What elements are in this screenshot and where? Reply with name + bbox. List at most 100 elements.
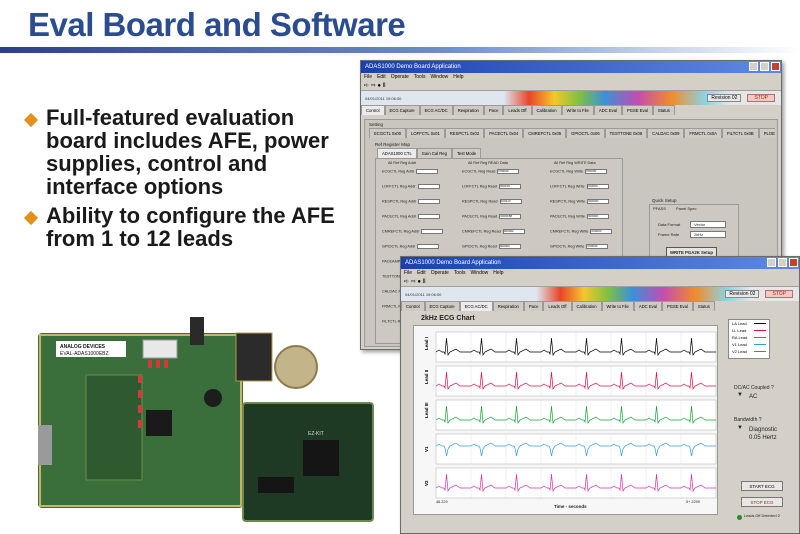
tab-7[interactable]: Write to File [601, 301, 634, 311]
menu-file[interactable]: File [364, 74, 373, 80]
tab-8[interactable]: ADC Eval [593, 105, 622, 115]
tab-4[interactable]: Pace [523, 301, 544, 311]
register-addr-row: LOFFCTL Reg Addr [382, 184, 440, 189]
lead-axis-label: V2 [424, 480, 429, 486]
tab-5[interactable]: Leads Off [543, 301, 572, 311]
register-subtab-5[interactable]: GPIOCTL 0x06 [566, 128, 605, 138]
menu-help[interactable]: Help [493, 270, 504, 276]
inner-tab-1[interactable]: Gain Cal Reg [416, 148, 452, 158]
register-subtab-8[interactable]: FRMCTL 0x0A [684, 128, 722, 138]
register-subtab-6[interactable]: TESTTONE 0x08 [604, 128, 648, 138]
start-ecg-button[interactable]: START ECG [741, 481, 783, 491]
register-name: PACECTL [382, 214, 400, 219]
tab-0[interactable]: Control [361, 105, 385, 115]
board-edge [39, 334, 242, 507]
tab-8[interactable]: ADC Eval [633, 301, 662, 311]
register-subtab-4[interactable]: CMREFCTL 0x05 [523, 128, 567, 138]
register-subtab-0[interactable]: ECGCTL 0x00 [369, 128, 407, 138]
tab-9[interactable]: PGSE Eval [621, 105, 653, 115]
run-arrow-icon[interactable]: ➪ [404, 279, 410, 285]
register-write-field[interactable]: 000000 [587, 199, 610, 204]
pause-icon[interactable]: Ⅱ [422, 279, 426, 285]
close-button[interactable] [789, 258, 798, 267]
run-continuous-icon[interactable]: ⇨ [370, 83, 376, 89]
tab-2[interactable]: ECG AC/DC [419, 105, 453, 115]
minimize-button[interactable] [767, 258, 776, 267]
minimize-button[interactable] [749, 62, 758, 71]
register-name: GPIOCTL [462, 244, 479, 249]
menu-window[interactable]: Window [470, 270, 489, 276]
register-write-field[interactable]: 000000 [586, 244, 609, 249]
abort-icon[interactable]: ● [417, 279, 422, 285]
tab-10[interactable]: Status [692, 301, 715, 311]
inner-tab-0[interactable]: ADAS1000 CTL [377, 148, 417, 158]
tab-1[interactable]: ECG Capture [384, 105, 420, 115]
register-write-field[interactable]: 000000 [585, 169, 608, 174]
menu-window[interactable]: Window [430, 74, 449, 80]
tab-7[interactable]: Write to File [561, 105, 594, 115]
register-write-field[interactable]: 000000 [586, 184, 609, 189]
register-suffix: Reg Write [566, 244, 585, 249]
menu-help[interactable]: Help [453, 74, 464, 80]
pause-icon[interactable]: Ⅱ [382, 83, 386, 89]
stop-ecg-button[interactable]: STOP ECG [741, 497, 783, 507]
reset-button [204, 389, 222, 407]
inner-tab-2[interactable]: Test Mode [451, 148, 482, 158]
menu-file[interactable]: File [404, 270, 413, 276]
menu-tools[interactable]: Tools [453, 270, 466, 276]
abort-icon[interactable]: ● [377, 83, 382, 89]
ecg-trace-4 [435, 442, 716, 457]
tab-9[interactable]: PGSE Eval [661, 301, 693, 311]
slide-title: Eval Board and Software [28, 6, 406, 43]
register-subtab-2[interactable]: RESPCTL 0x02 [444, 128, 485, 138]
data-format-value[interactable]: Vector [690, 221, 726, 228]
tab-4[interactable]: Pace [483, 105, 504, 115]
register-suffix: Reg Read [477, 169, 496, 174]
coupling-value[interactable]: AC [749, 394, 758, 400]
menu-edit[interactable]: Edit [377, 74, 386, 80]
register-subtab-7[interactable]: CALDAC 0x09 [647, 128, 685, 138]
frame-rate-value[interactable]: 2kHz [690, 231, 726, 238]
tab-10[interactable]: Status [652, 105, 675, 115]
tab-5[interactable]: Leads Off [503, 105, 532, 115]
stop-button[interactable]: STOP [747, 94, 775, 102]
run-continuous-icon[interactable]: ⇨ [410, 279, 416, 285]
d-sub-connector [38, 425, 52, 465]
bandwidth-dropdown-icon[interactable]: ▼ [737, 425, 743, 431]
coupling-dropdown-icon[interactable]: ▼ [737, 392, 743, 398]
legend-swatch [754, 343, 766, 346]
quick-setup-tab-panel[interactable]: Panel Spec [676, 206, 697, 211]
register-addr-field [416, 169, 439, 174]
menu-edit[interactable]: Edit [417, 270, 426, 276]
app-banner: 04/01/2011 19:06:00 Revision 02 STOP [401, 287, 799, 301]
menu-operate[interactable]: Operate [390, 74, 409, 80]
menu-tools[interactable]: Tools [413, 74, 426, 80]
register-subtab-9[interactable]: FILTCTL 0x0B [721, 128, 759, 138]
tab-2[interactable]: ECG AC/DC [459, 301, 493, 311]
register-write-field[interactable]: 000000 [590, 229, 613, 234]
tab-3[interactable]: Respiration [492, 301, 524, 311]
quick-setup-tab-pfass[interactable]: PFASS [653, 206, 666, 211]
register-read-field: 0000F88 [499, 214, 522, 219]
register-subtab-3[interactable]: PACECTL 0x04 [484, 128, 524, 138]
x-axis-label: Time - seconds [554, 504, 587, 509]
tab-6[interactable]: Calibration [571, 301, 602, 311]
tab-3[interactable]: Respiration [452, 105, 484, 115]
register-write-field[interactable]: 000000 [586, 214, 609, 219]
board-model: EVAL-ADAS1000EBZ [60, 351, 109, 357]
tab-1[interactable]: ECG Capture [424, 301, 460, 311]
register-subtab-1[interactable]: LOFFCTL 0x01 [406, 128, 445, 138]
bullet-text: Full-featured evaluation board includes … [46, 105, 329, 199]
tab-6[interactable]: Calibration [531, 105, 562, 115]
tab-0[interactable]: Control [401, 301, 425, 311]
bandwidth-value[interactable]: Diagnostic [749, 427, 778, 433]
run-arrow-icon[interactable]: ➪ [364, 83, 370, 89]
close-button[interactable] [771, 62, 780, 71]
menu-operate[interactable]: Operate [430, 270, 449, 276]
maximize-button[interactable] [760, 62, 769, 71]
register-subtab-10[interactable]: PLOEDATA 0x0F [758, 128, 775, 138]
stop-button[interactable]: STOP [765, 290, 793, 298]
maximize-button[interactable] [778, 258, 787, 267]
